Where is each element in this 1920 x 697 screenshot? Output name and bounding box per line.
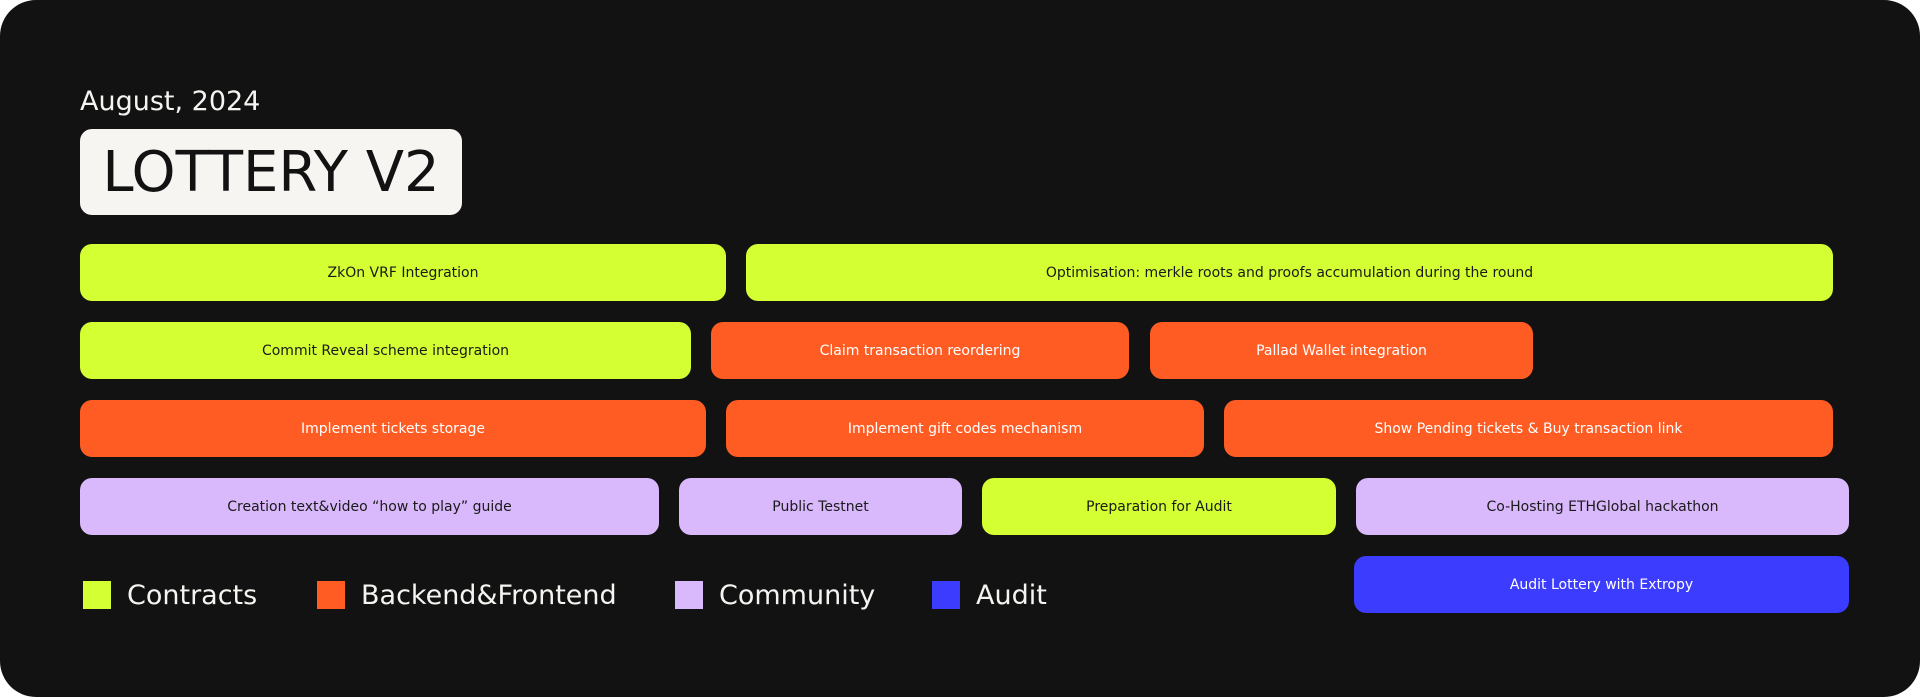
legend-swatch-contracts	[83, 581, 111, 609]
task-public-testnet: Public Testnet	[679, 478, 962, 535]
task-implement-gift-codes: Implement gift codes mechanism	[726, 400, 1204, 457]
task-audit-lottery-extropy: Audit Lottery with Extropy	[1354, 556, 1849, 613]
legend-swatch-community	[675, 581, 703, 609]
legend-item-backend-frontend: Backend&Frontend	[317, 579, 617, 611]
task-implement-tickets-storage: Implement tickets storage	[80, 400, 706, 457]
task-zkon-vrf-integration: ZkOn VRF Integration	[80, 244, 726, 301]
legend-item-community: Community	[675, 579, 876, 611]
legend-label-backend-frontend: Backend&Frontend	[361, 579, 617, 611]
title-badge: LOTTERY V2	[80, 129, 462, 215]
task-preparation-for-audit: Preparation for Audit	[982, 478, 1336, 535]
task-claim-transaction-reordering: Claim transaction reordering	[711, 322, 1129, 379]
task-ethglobal-hackathon: Co-Hosting ETHGlobal hackathon	[1356, 478, 1849, 535]
task-optimisation-merkle-roots: Optimisation: merkle roots and proofs ac…	[746, 244, 1833, 301]
task-how-to-play-guide: Creation text&video “how to play” guide	[80, 478, 659, 535]
task-commit-reveal-integration: Commit Reveal scheme integration	[80, 322, 691, 379]
legend-label-community: Community	[719, 579, 876, 611]
date-label: August, 2024	[80, 86, 261, 117]
legend-item-audit: Audit	[932, 579, 1047, 611]
legend-item-contracts: Contracts	[83, 579, 258, 611]
task-pallad-wallet-integration: Pallad Wallet integration	[1150, 322, 1533, 379]
page-title: LOTTERY V2	[102, 139, 440, 205]
legend-swatch-backend-frontend	[317, 581, 345, 609]
legend-swatch-audit	[932, 581, 960, 609]
legend-label-contracts: Contracts	[127, 579, 258, 611]
task-show-pending-tickets: Show Pending tickets & Buy transaction l…	[1224, 400, 1833, 457]
legend-label-audit: Audit	[976, 579, 1047, 611]
